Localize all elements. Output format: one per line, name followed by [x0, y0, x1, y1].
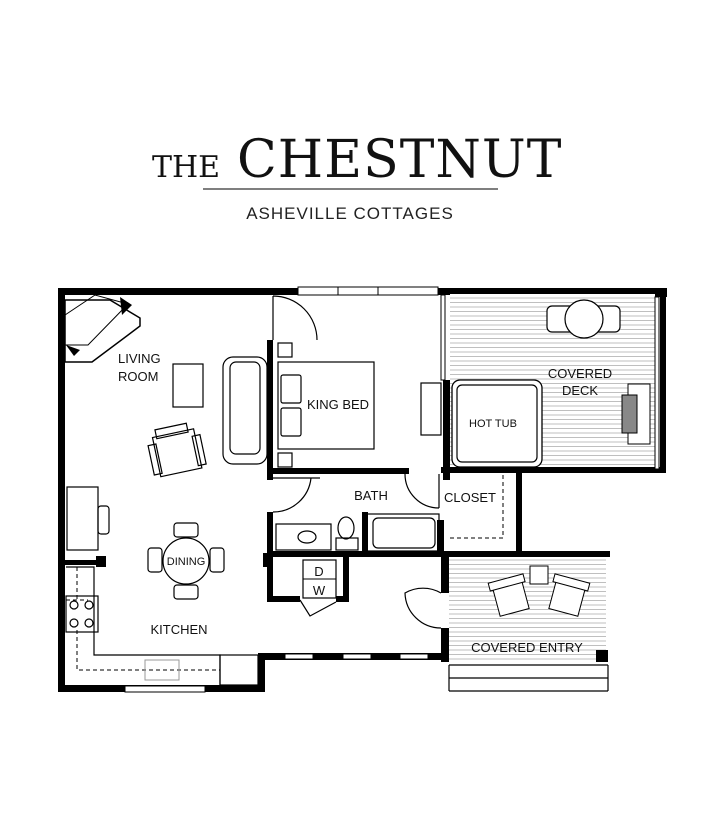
king-bed — [277, 361, 375, 450]
window-kitchen — [124, 685, 206, 693]
bedroom-door[interactable] — [272, 295, 318, 341]
window-bottom-1 — [284, 653, 314, 660]
kitchen-label: KITCHEN — [150, 622, 207, 637]
deck-furniture: HOT TUB — [451, 299, 651, 468]
coffee-table — [172, 363, 204, 408]
washer-label: W — [313, 583, 326, 598]
entry-post — [596, 650, 608, 662]
king-bed-label: KING BED — [307, 397, 369, 412]
entry-steps — [448, 664, 609, 692]
laundry-bottom-wall-b — [336, 596, 349, 602]
laundry-door[interactable] — [299, 599, 337, 617]
bath-door[interactable] — [272, 477, 320, 513]
armchair — [147, 422, 207, 478]
nightstand — [277, 452, 293, 468]
wall-left — [58, 288, 65, 692]
deck-corner-post — [655, 288, 667, 297]
closet-left-wall — [437, 520, 444, 555]
entry-wall-top — [441, 555, 449, 593]
living-room-label-2: ROOM — [118, 369, 158, 384]
deck-rail — [654, 296, 660, 470]
fireplace — [64, 294, 141, 363]
hot-tub — [451, 379, 543, 468]
wall-top-left — [58, 288, 298, 295]
bath-label: BATH — [354, 488, 388, 503]
rocking-chair — [487, 573, 530, 617]
hot-tub-label: HOT TUB — [469, 418, 517, 430]
partition-post — [96, 556, 106, 567]
deck-decking — [450, 297, 655, 465]
deck-bottom-wall — [441, 467, 666, 473]
covered-deck-label-2: DECK — [562, 383, 598, 398]
sink — [144, 659, 180, 681]
bedroom-bottom-wall — [267, 468, 409, 474]
subtitle: ASHEVILLE COTTAGES — [246, 204, 454, 223]
bath-bottom-wall — [270, 551, 610, 557]
rocking-chair — [548, 573, 591, 617]
desk-chair — [97, 505, 110, 535]
room-labels: LIVING ROOM BATH CLOSET KITCHEN COVERED … — [118, 351, 612, 655]
bedroom-furniture: KING BED — [277, 342, 442, 468]
laundry-bottom-wall-a — [270, 596, 300, 602]
windows — [124, 286, 660, 693]
wall-top-mid — [438, 288, 450, 295]
washer-dryer: D W — [302, 559, 337, 599]
vanity — [275, 523, 332, 551]
bathtub — [366, 513, 440, 552]
covered-entry-label: COVERED ENTRY — [471, 640, 583, 655]
wall-post — [263, 553, 271, 567]
stove — [65, 595, 99, 633]
title-prefix: THE — [152, 150, 220, 185]
wall-kitchen-step — [258, 653, 265, 692]
closet-right-wall — [516, 472, 522, 552]
toilet — [337, 516, 355, 540]
window-bottom-3 — [399, 653, 429, 660]
closet-shelf — [450, 475, 504, 539]
dresser — [420, 382, 442, 436]
deck-table — [564, 299, 604, 339]
covered-deck-label: COVERED — [548, 366, 612, 381]
entry-furniture — [448, 565, 609, 692]
window-top — [297, 286, 439, 296]
desk — [66, 486, 99, 551]
sliding-door — [440, 294, 446, 381]
living-room-label: LIVING — [118, 351, 161, 366]
living-furniture — [66, 356, 268, 551]
closet-door[interactable] — [404, 473, 440, 509]
dryer-label: D — [314, 564, 323, 579]
deck-right-wall — [660, 295, 666, 473]
entry-door[interactable] — [404, 587, 442, 629]
fridge — [219, 654, 259, 686]
bed-deck-wall — [443, 380, 450, 480]
side-table — [529, 565, 549, 585]
laundry-right-wall — [343, 551, 349, 601]
grill-burner — [621, 394, 638, 434]
kitchen-counter — [65, 566, 259, 686]
sofa — [222, 356, 268, 465]
window-bottom-2 — [342, 653, 372, 660]
nightstand — [277, 342, 293, 358]
bedroom-left-wall — [267, 340, 273, 480]
page-title: CHESTNUT — [237, 130, 562, 190]
deck-top-wall — [445, 288, 667, 294]
closet-label: CLOSET — [444, 490, 496, 505]
doors[interactable] — [272, 295, 442, 629]
sink — [297, 530, 317, 544]
kitchen-partition — [58, 560, 98, 565]
bath-fixtures — [275, 512, 440, 552]
dining-table: DINING — [147, 522, 225, 600]
dining-label: DINING — [167, 556, 206, 568]
header: THE CHESTNUT ASHEVILLE COTTAGES — [152, 130, 562, 223]
entry-wall-bottom — [441, 628, 449, 662]
